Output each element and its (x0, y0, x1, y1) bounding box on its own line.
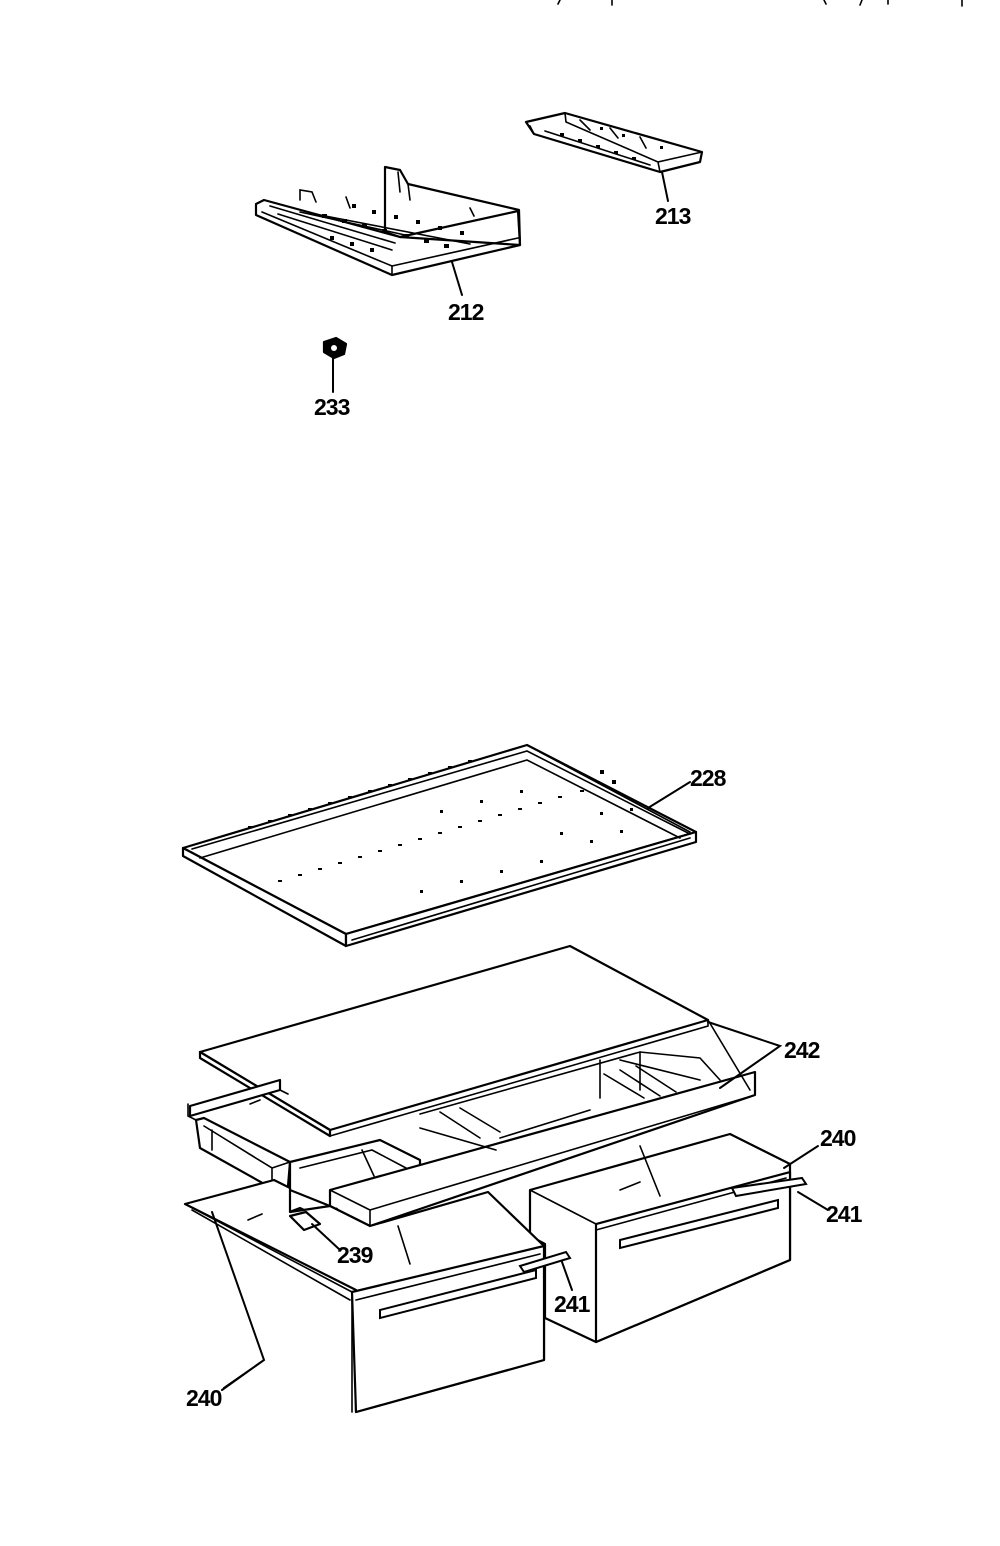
leader-242 (707, 1021, 783, 1089)
callout-241-front: 241 (554, 1291, 591, 1317)
crisper-frame-assembly (187, 1019, 757, 1228)
part-233-knob (322, 336, 348, 360)
top-edge-marks (557, 0, 963, 7)
part-240-left-drawer (183, 1178, 546, 1414)
leader-228 (647, 781, 691, 809)
leader-241-front (561, 1261, 573, 1291)
callout-213: 213 (655, 203, 691, 229)
part-241-front-rail (518, 1250, 572, 1274)
leader-212 (451, 261, 463, 296)
part-228-glass-shelf (181, 743, 698, 948)
leader-239 (311, 1223, 341, 1251)
callout-240-right: 240 (820, 1125, 856, 1151)
leader-240-right (783, 1145, 819, 1169)
leader-240-left (211, 1211, 266, 1391)
leader-213 (661, 171, 669, 202)
part-212-shelf-frame (254, 165, 522, 277)
part-241-right-rail (730, 1176, 808, 1198)
part-213-bracket (524, 111, 704, 174)
callout-239: 239 (337, 1242, 373, 1268)
callout-233: 233 (314, 394, 350, 420)
callout-212: 212 (448, 299, 484, 325)
callout-240-left: 240 (186, 1385, 222, 1411)
callout-242: 242 (784, 1037, 820, 1063)
callout-228: 228 (690, 765, 727, 791)
leader-241-right (797, 1191, 829, 1211)
callout-241-right: 241 (826, 1201, 863, 1227)
